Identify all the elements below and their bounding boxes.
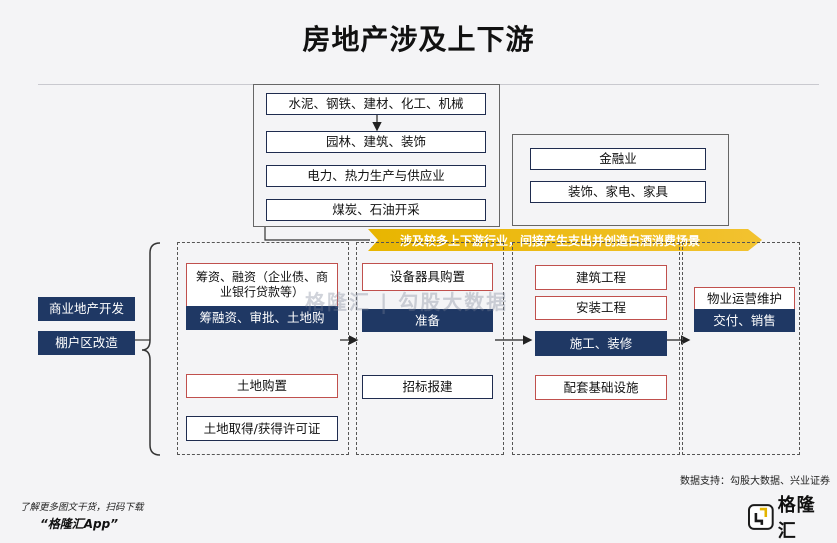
stage1-container [177,242,349,455]
related-finance: 金融业 [530,148,706,170]
commercial-development: 商业地产开发 [38,297,135,321]
data-source: 数据支持：勾股大数据、兴业证券 [680,476,830,487]
related-group [512,134,729,226]
footer-app-name: “格隆汇App” [40,517,118,531]
stage2-tender: 招标报建 [362,375,493,399]
related-furnishing: 装饰、家电、家具 [530,181,706,203]
logo-text: 格隆汇 [777,495,816,542]
upstream-group [253,84,500,227]
stage1-land-purchase: 土地购置 [186,374,338,398]
watermark: 格隆汇 | 勾股大数据 [305,290,509,314]
banner-text: 涉及较多上下游行业，间接产生支出并创造白酒消费场景 [400,233,701,248]
stage4-container [682,242,800,455]
upstream-landscape: 园林、建筑、装饰 [266,131,486,153]
upstream-mining: 煤炭、石油开采 [266,199,486,221]
stage2-equipment: 设备器具购置 [362,263,493,291]
banner-arrow-shape [368,229,762,251]
stage4-property: 物业运营维护 [694,287,795,311]
footer-promo: 了解更多图文干货，扫码下载 [20,502,144,513]
shantytown-renovation: 棚户区改造 [38,331,135,355]
stage1-land-acquire: 土地取得/获得许可证 [186,416,338,441]
stage1-financing: 筹资、融资（企业债、商业银行贷款等） [186,263,338,307]
left-bracket [141,242,161,456]
brand-logo: 格隆汇 [748,495,834,542]
page-title: 房地产涉及上下游 [302,23,535,56]
stage3-container [512,242,680,455]
top-to-banner-line [264,227,370,241]
upstream-power: 电力、热力生产与供应业 [266,165,486,187]
stage1-financing-dark: 筹融资、审批、土地购 [186,306,338,330]
upstream-materials: 水泥、钢铁、建材、化工、机械 [266,93,486,115]
stage3-install: 安装工程 [535,296,667,320]
stage4-delivery: 交付、销售 [694,309,795,332]
stage2-prep: 准备 [362,309,493,332]
stage3-supporting: 配套基础设施 [535,375,667,400]
stage3-construction: 施工、装修 [535,331,667,356]
stage3-build: 建筑工程 [535,265,667,290]
logo-icon [748,504,774,530]
stage2-container [356,242,504,455]
